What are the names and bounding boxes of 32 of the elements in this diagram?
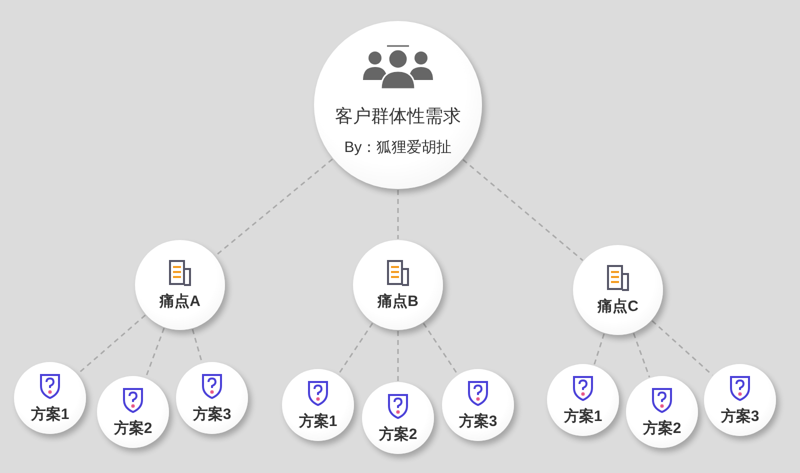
dashed-connector — [215, 158, 333, 256]
dashed-connector — [632, 333, 650, 378]
node-label: 方案2 — [378, 424, 418, 444]
node-label: 方案3 — [720, 406, 760, 426]
dashed-connector — [397, 331, 399, 381]
node-label: 方案2 — [114, 418, 152, 438]
dashed-connector — [422, 322, 458, 375]
dashed-connector — [462, 159, 584, 261]
circle-node — [362, 382, 434, 454]
node-label: 痛点A — [160, 292, 200, 310]
node-label: 方案3 — [458, 412, 498, 430]
node-label: 痛点C — [598, 296, 638, 316]
dashed-connector — [192, 329, 203, 363]
node-label: 客户群体性需求 — [335, 104, 461, 128]
dashed-connector — [77, 314, 146, 374]
circle-node — [573, 245, 663, 335]
circle-node — [176, 362, 248, 434]
dashed-connector — [652, 320, 714, 376]
node-label: 方案1 — [30, 404, 70, 424]
dashed-connector — [338, 322, 374, 375]
dashed-connector — [145, 328, 165, 378]
node-label: 方案3 — [192, 404, 232, 424]
circle-node — [704, 364, 776, 436]
author-credit: By：狐狸爱胡扯 — [344, 138, 452, 156]
dashed-connector — [594, 334, 605, 365]
node-label: 方案1 — [298, 412, 338, 430]
node-label: 痛点B — [378, 292, 418, 310]
node-label: 方案2 — [642, 418, 682, 438]
circle-node — [626, 376, 698, 448]
circle-node — [442, 369, 514, 441]
node-label: 方案1 — [564, 406, 602, 426]
dashed-connector — [397, 190, 399, 239]
